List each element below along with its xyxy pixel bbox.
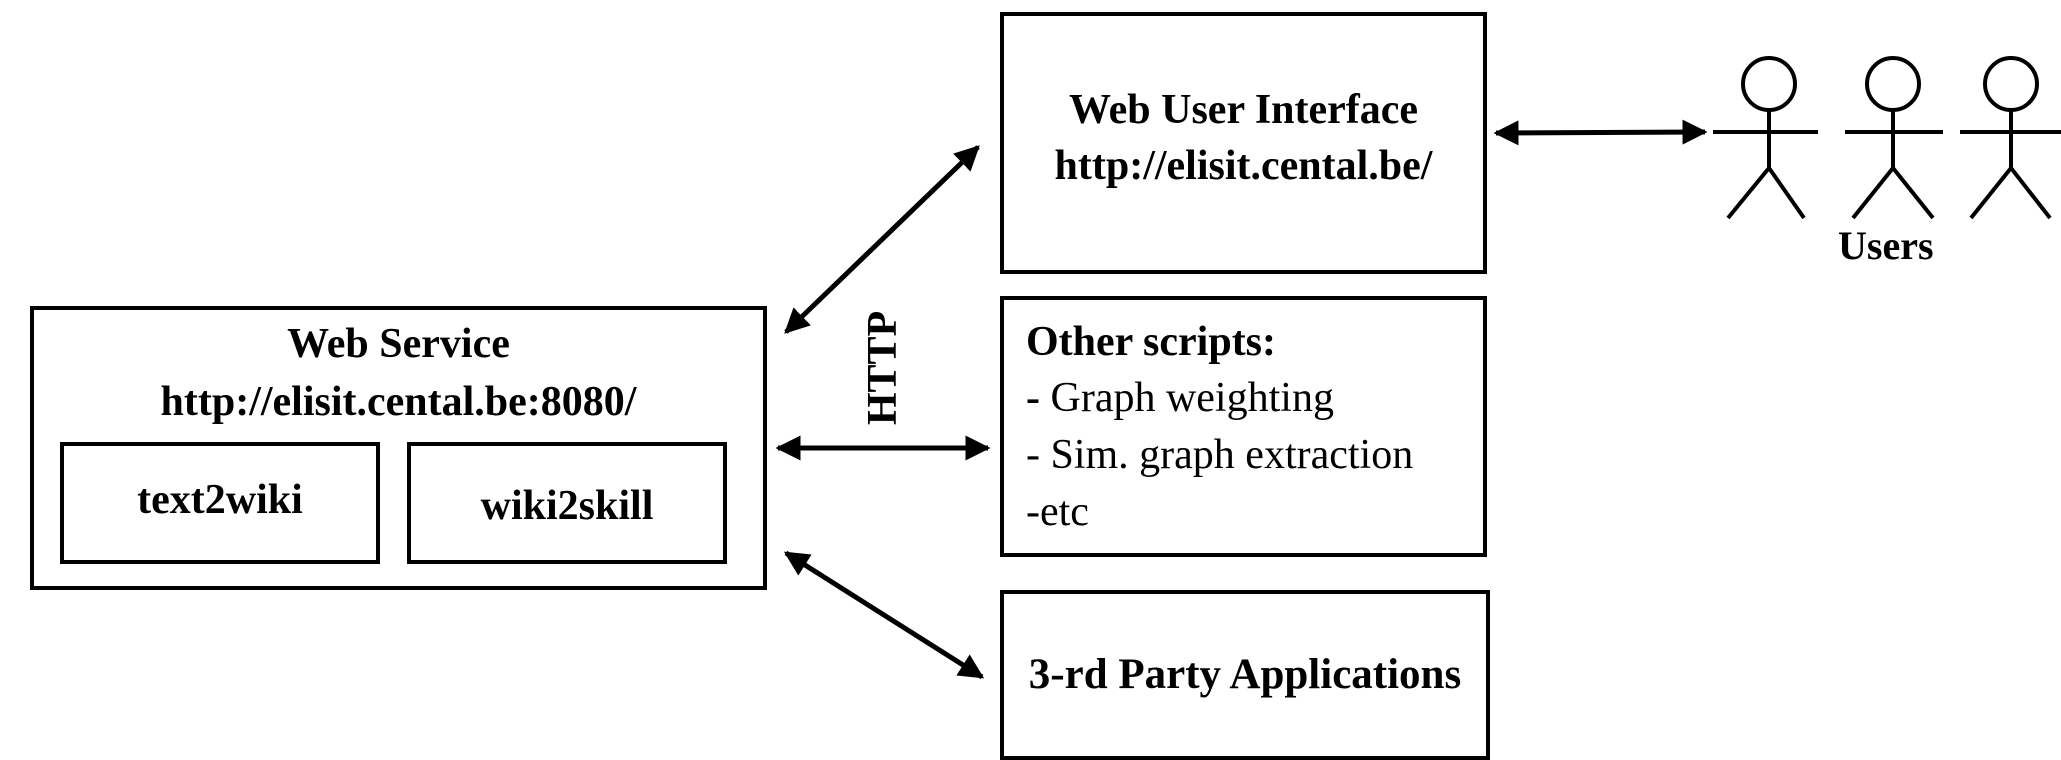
text2wiki-label: text2wiki [137, 477, 303, 523]
other-scripts-title: Other scripts: [1026, 319, 1277, 365]
wiki2skill-module-box: wiki2skill [407, 442, 727, 564]
user-figure-icon [1845, 56, 1943, 220]
text2wiki-module-box: text2wiki [60, 442, 380, 564]
wiki2skill-label: wiki2skill [480, 483, 654, 529]
other-scripts-item-sim-graph: - Sim. graph extraction [1026, 432, 1414, 478]
other-scripts-box: Other scripts: - Graph weighting - Sim. … [1000, 296, 1487, 557]
third-party-box: 3-rd Party Applications [1000, 590, 1490, 760]
user-figure-icon [1713, 56, 1818, 220]
users-label: Users [1838, 223, 1934, 268]
graph-weighting-text: Graph weighting [1040, 375, 1334, 421]
third-party-title: 3-rd Party Applications [1028, 651, 1462, 698]
arrow-web-ui-to-users [1493, 119, 1708, 146]
web-ui-title: Web User Interface [1068, 87, 1419, 133]
other-scripts-item-graph-weighting: - Graph weighting [1026, 374, 1334, 422]
web-ui-url: http://elisit.cental.be/ [1054, 143, 1433, 189]
web-service-url: http://elisit.cental.be:8080/ [160, 379, 637, 425]
user-figure-icon [1960, 56, 2061, 220]
arrow-service-to-third-party [783, 550, 985, 680]
bullet-dash: - [1026, 375, 1040, 421]
arrow-service-to-web-ui [784, 145, 980, 334]
web-service-title: Web Service [287, 321, 510, 367]
web-ui-box: Web User Interface http://elisit.cental.… [1000, 12, 1487, 274]
web-service-box: Web Service http://elisit.cental.be:8080… [30, 306, 767, 590]
http-protocol-label: HTTP [860, 310, 906, 426]
other-scripts-item-etc: -etc [1026, 489, 1089, 535]
